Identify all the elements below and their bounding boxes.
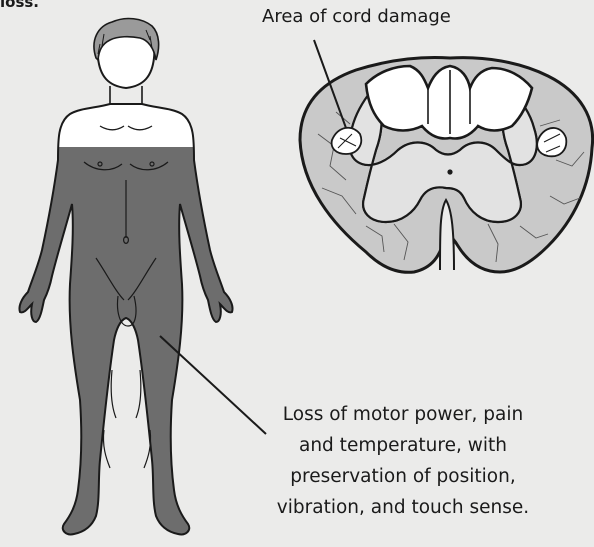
spinal-cord-cross-section bbox=[300, 58, 593, 273]
caption-line-1: Loss of motor power, pain bbox=[238, 399, 568, 430]
symptom-caption: Loss of motor power, pain and temperatur… bbox=[238, 399, 568, 523]
head bbox=[94, 19, 159, 88]
caption-line-3: preservation of position, bbox=[238, 461, 568, 492]
caption-line-2: and temperature, with bbox=[238, 430, 568, 461]
caption-line-4: vibration, and touch sense. bbox=[238, 492, 568, 523]
human-body-figure bbox=[19, 19, 232, 535]
clipped-heading-text: loss. bbox=[0, 0, 39, 11]
cord-damage-label: Area of cord damage bbox=[262, 6, 451, 27]
affected-lower-body bbox=[19, 104, 232, 534]
dorsal-columns bbox=[366, 66, 532, 139]
central-canal bbox=[447, 169, 452, 174]
